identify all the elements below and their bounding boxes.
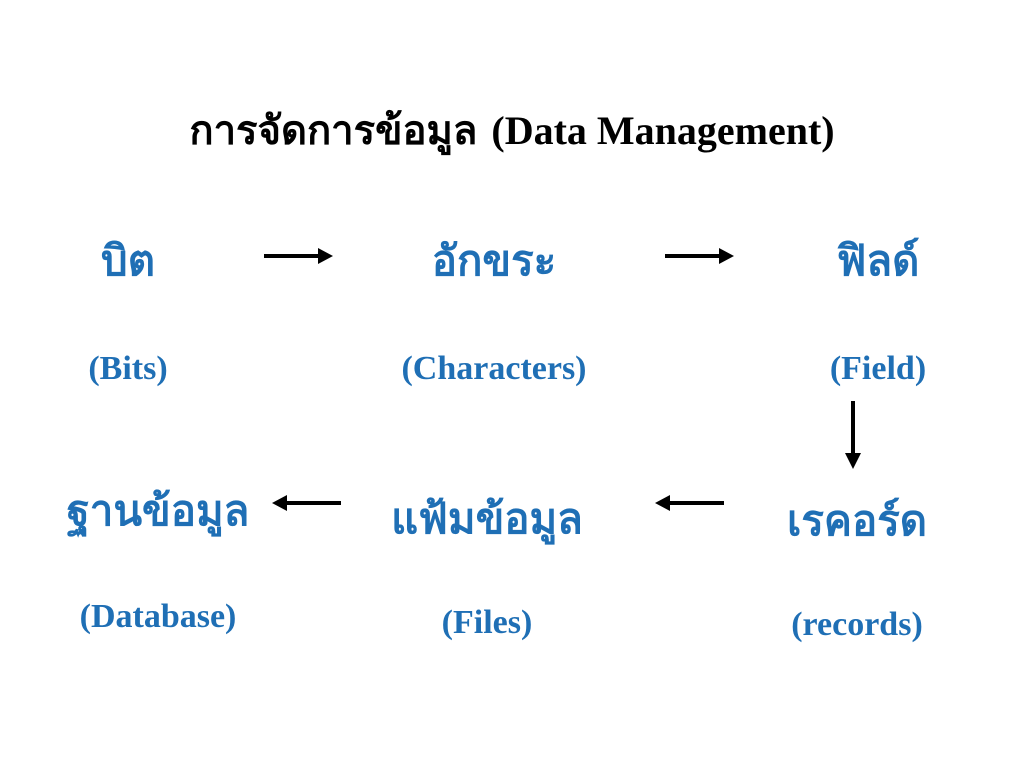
node-bits-english: (Bits) [88,350,168,387]
arrow-left-icon [655,495,724,511]
node-characters-english: (Characters) [401,350,587,387]
slide-title: การจัดการข้อมูล (Data Management) [0,98,1024,162]
node-bits-thai: บิต [101,239,155,285]
node-characters-thai: อักขระ [431,239,557,285]
title-thai: การจัดการข้อมูล [189,108,478,153]
node-field-thai: ฟิลด์ [836,239,920,285]
node-database-english: (Database) [79,598,237,635]
node-files-thai: แฟ้มข้อมูล [391,497,583,543]
node-database-thai: ฐานข้อมูล [66,489,250,535]
arrow-down-icon [845,401,861,469]
arrow-right-icon [264,248,333,264]
arrow-right-icon [665,248,734,264]
node-records-english: (records) [791,606,923,643]
node-files-english: (Files) [441,604,533,641]
arrow-left-icon [272,495,341,511]
node-records-thai: เรคอร์ด [786,499,928,545]
title-english: (Data Management) [491,108,835,153]
node-field-english: (Field) [829,350,927,387]
